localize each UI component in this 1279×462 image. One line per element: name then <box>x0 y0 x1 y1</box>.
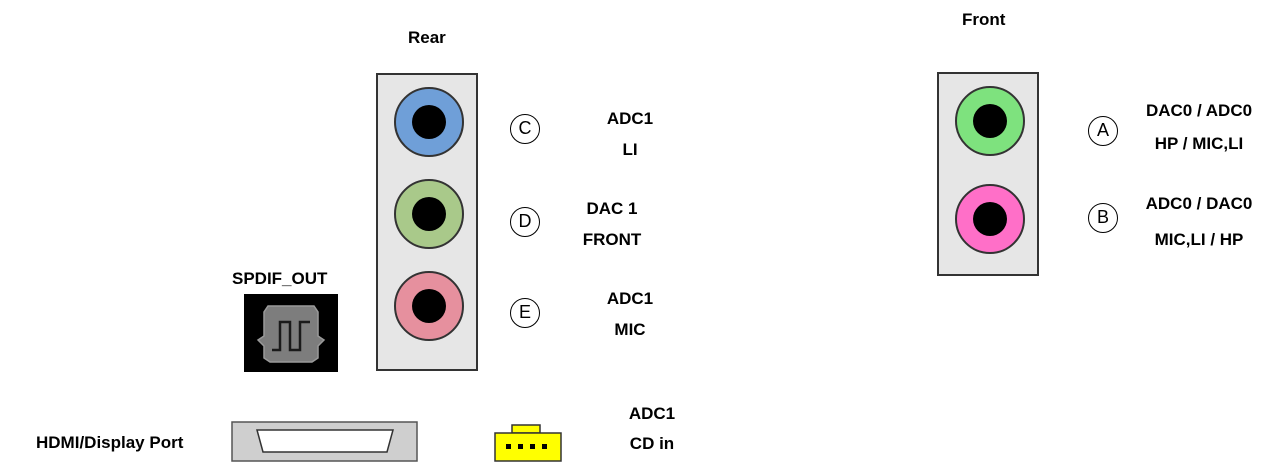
marker-a: A <box>1088 116 1118 146</box>
jack-e-hole <box>412 289 446 323</box>
jack-c-line2: LI <box>622 140 638 159</box>
rear-title: Rear <box>408 28 446 47</box>
cd-line2: CD in <box>629 434 675 453</box>
spdif-optical-port-icon[interactable] <box>244 294 338 372</box>
hdmi-port-icon[interactable] <box>231 421 418 462</box>
jack-d-hole <box>412 197 446 231</box>
jack-a-line1: DAC0 / ADC0 <box>1145 101 1253 120</box>
jack-a-line2: HP / MIC,LI <box>1154 134 1244 153</box>
jack-a-hole <box>973 104 1007 138</box>
jack-d[interactable] <box>394 179 464 249</box>
jack-b[interactable] <box>955 184 1025 254</box>
jack-e-line1: ADC1 <box>606 289 654 308</box>
cd-in-connector-icon[interactable] <box>494 424 562 462</box>
jack-e-line2: MIC <box>614 320 646 339</box>
marker-c: C <box>510 114 540 144</box>
spdif-label: SPDIF_OUT <box>232 269 328 288</box>
jack-a[interactable] <box>955 86 1025 156</box>
jack-b-line2: MIC,LI / HP <box>1154 230 1244 249</box>
rear-panel <box>376 73 478 371</box>
jack-c-line1: ADC1 <box>606 109 654 128</box>
jack-c[interactable] <box>394 87 464 157</box>
marker-e: E <box>510 298 540 328</box>
jack-d-line2: FRONT <box>582 230 642 249</box>
jack-e[interactable] <box>394 271 464 341</box>
jack-b-hole <box>973 202 1007 236</box>
jack-c-hole <box>412 105 446 139</box>
jack-d-line1: DAC 1 <box>586 199 638 218</box>
front-title: Front <box>962 10 1006 29</box>
marker-d: D <box>510 207 540 237</box>
marker-b: B <box>1088 203 1118 233</box>
front-panel <box>937 72 1039 276</box>
cd-line1: ADC1 <box>628 404 676 423</box>
hdmi-label: HDMI/Display Port <box>36 433 184 452</box>
jack-b-line1: ADC0 / DAC0 <box>1145 194 1253 213</box>
